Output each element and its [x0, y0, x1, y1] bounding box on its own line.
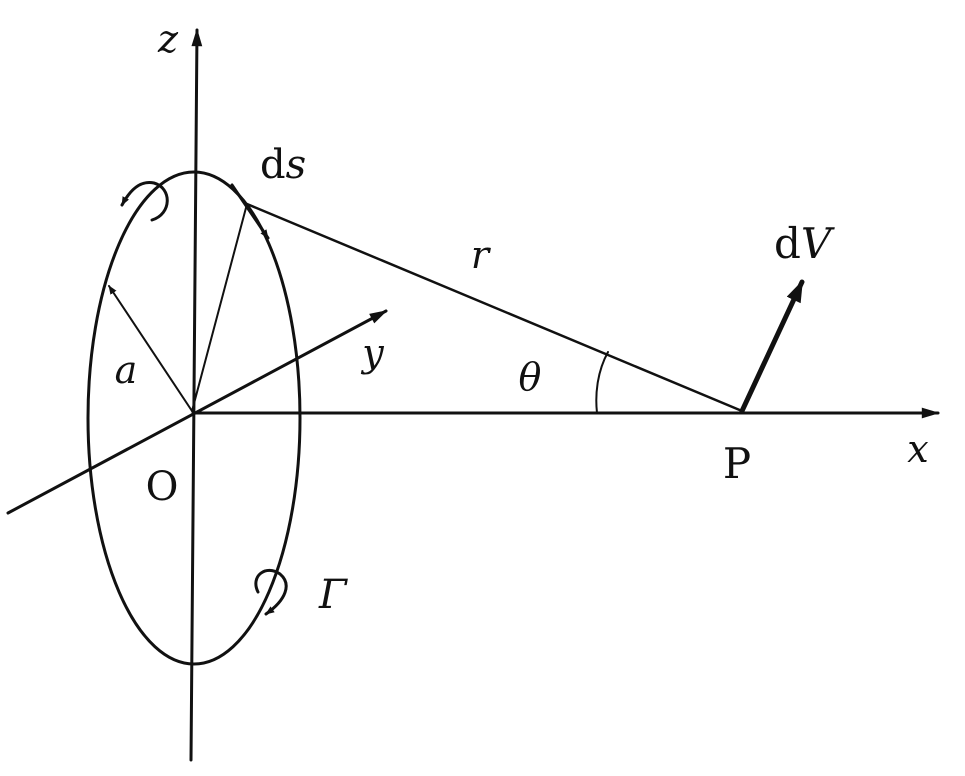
z-axis: [189, 28, 203, 762]
distance-line-r: [245, 202, 744, 413]
vortex-ring: [86, 170, 302, 666]
y-axis-label: y: [360, 331, 384, 375]
radius-vector-a: [108, 285, 193, 412]
point-label: P: [723, 439, 751, 488]
circulation-arrow-bottom: [254, 568, 288, 616]
radius-vector-to-ds: [191, 203, 248, 412]
angle-arc-theta: [595, 351, 609, 414]
x-axis-label: x: [907, 427, 928, 471]
circulation-arrow-top: [120, 180, 169, 222]
angle-label: θ: [519, 355, 542, 399]
distance-label: r: [471, 233, 492, 277]
velocity-label: dV: [774, 219, 835, 268]
circulation-label: Γ: [318, 572, 348, 618]
line-element-label: ds: [260, 142, 306, 188]
y-axis: [6, 309, 388, 515]
radius-label: a: [115, 348, 138, 392]
velocity-arrow-dV: [739, 279, 805, 414]
z-axis-label: z: [157, 17, 179, 61]
ds-arrow: [230, 183, 270, 240]
origin-label: O: [146, 464, 179, 510]
